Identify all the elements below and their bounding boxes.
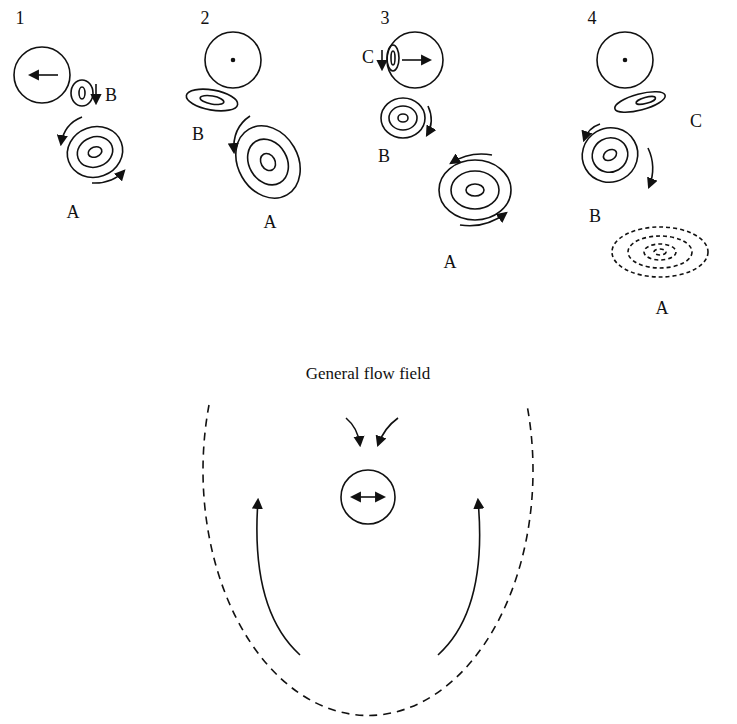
- cylinder: [341, 470, 395, 524]
- vortex-contour: [635, 95, 656, 106]
- vortex-contour: [601, 147, 618, 163]
- cylinder: [14, 47, 70, 103]
- vortex-contour: [87, 145, 104, 159]
- vortex-contour: [572, 118, 647, 193]
- flow-arrow: [346, 418, 360, 445]
- panel-number: 2: [201, 9, 210, 27]
- decayed-vortex: [654, 249, 666, 255]
- vortex-contour: [71, 80, 93, 106]
- vortex-contour: [466, 184, 484, 196]
- vortex-label: C: [690, 112, 702, 130]
- rotation-arrow: [92, 171, 124, 183]
- vortex-label: B: [378, 147, 390, 165]
- vortex-contour: [391, 51, 395, 65]
- cylinder: [597, 32, 653, 88]
- center-dot: [624, 59, 627, 62]
- vortex-contour: [439, 160, 511, 220]
- rotation-arrow: [95, 84, 97, 103]
- vortex-contour: [79, 87, 85, 99]
- vortex-contour: [451, 171, 499, 209]
- flow-boundary: [203, 405, 533, 715]
- panel-heading: General flow field: [306, 365, 431, 382]
- vortex-contour: [60, 119, 130, 185]
- rotation-arrow: [61, 117, 82, 144]
- vortex-label: B: [192, 125, 204, 143]
- vortex-label: B: [105, 86, 117, 104]
- rotation-arrow: [234, 116, 250, 152]
- vortex-label: A: [67, 203, 80, 221]
- flow-arrow: [257, 500, 300, 655]
- vortex-contour: [185, 86, 240, 115]
- vortex-contour: [223, 114, 313, 210]
- rotation-arrow: [451, 154, 492, 163]
- rotation-arrow: [460, 213, 506, 226]
- flow-arrow: [378, 418, 398, 445]
- cylinder: [387, 32, 443, 88]
- panel-number: 4: [588, 9, 597, 27]
- vortex-contour: [199, 94, 224, 106]
- vortex-contour: [613, 88, 667, 117]
- panel-number: 3: [381, 9, 390, 27]
- rotation-arrow: [427, 106, 431, 135]
- decayed-vortex: [644, 244, 676, 260]
- vortex-label: B: [589, 207, 601, 225]
- decayed-vortex: [612, 227, 708, 277]
- vortex-contour: [389, 106, 417, 130]
- vortex-contour: [381, 98, 425, 138]
- vortex-contour: [398, 114, 408, 122]
- vortex-label: A: [264, 213, 277, 231]
- cylinder: [205, 32, 261, 88]
- vortex-contour: [387, 45, 399, 71]
- vortex-contour: [240, 132, 297, 193]
- rotation-arrow: [381, 50, 383, 69]
- vortex-contour: [73, 132, 117, 173]
- vortex-contour: [586, 131, 634, 178]
- panel-number: 1: [16, 9, 25, 27]
- vortex-label: C: [362, 48, 374, 66]
- vortex-contour: [257, 151, 278, 174]
- motion-arrow: [402, 59, 430, 61]
- rotation-arrow: [584, 124, 600, 140]
- motion-arrow: [30, 74, 58, 76]
- vortex-label: A: [444, 253, 457, 271]
- center-dot: [232, 59, 235, 62]
- decayed-vortex: [628, 236, 692, 268]
- rotation-arrow: [648, 148, 653, 187]
- oscillation-arrow: [352, 496, 384, 498]
- vortex-label: A: [656, 299, 669, 317]
- flow-arrow: [438, 500, 480, 655]
